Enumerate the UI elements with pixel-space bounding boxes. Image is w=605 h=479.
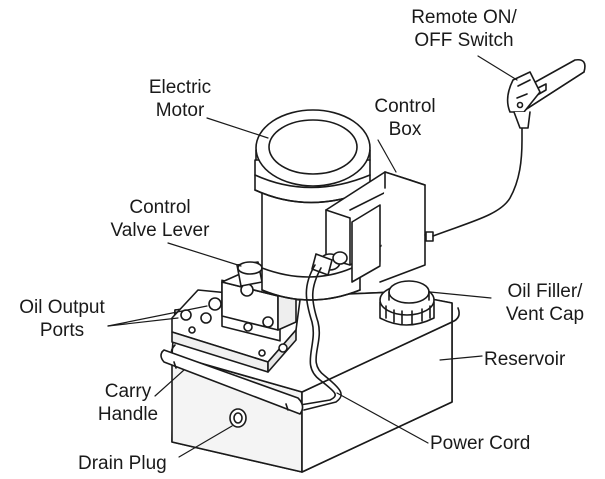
label-reservoir: Reservoir [484,348,565,371]
leader-oil-filler [429,291,492,299]
power-cord-line [299,264,342,411]
leader-electric-motor [206,117,269,139]
oil-filler-cap [379,280,435,326]
leader-carry-handle [154,369,185,397]
leader-oil-output-ports-2 [107,305,208,327]
label-oil-output-ports-line1: Oil Output [19,297,105,318]
label-electric-motor: Electric Motor [120,76,240,122]
leader-drain-plug [178,425,233,458]
label-control-valve-lever: Control Valve Lever [85,196,235,242]
label-carry-handle: Carry Handle [78,380,178,426]
leader-oil-output-ports-1 [107,317,179,327]
label-control-valve-lever-line2: Valve Lever [110,220,210,241]
label-control-box: Control Box [350,95,460,141]
label-remote-switch: Remote ON/ OFF Switch [379,6,549,52]
label-drain-plug-text: Drain Plug [78,453,167,474]
drain-plug [229,408,247,428]
label-oil-output-ports-line2: Ports [39,320,85,341]
label-control-valve-lever-line1: Control [129,197,191,218]
label-control-box-line1: Control [374,96,436,117]
remote-switch [506,58,586,129]
cord-connector [311,251,348,276]
label-electric-motor-line1: Electric [148,77,212,98]
label-carry-handle-line1: Carry [104,381,152,402]
label-remote-switch-line2: OFF Switch [414,30,514,51]
label-remote-switch-line1: Remote ON/ [411,7,517,28]
leader-reservoir [439,355,483,361]
label-drain-plug: Drain Plug [78,452,167,475]
label-electric-motor-line2: Motor [155,100,205,121]
remote-cable [432,127,523,237]
label-oil-filler-line1: Oil Filler/ [507,281,583,302]
label-oil-filler-line2: Vent Cap [505,304,585,325]
label-oil-filler: Oil Filler/ Vent Cap [490,280,600,326]
leader-remote-switch [477,55,518,81]
leader-control-box [377,139,397,173]
label-control-box-line2: Box [388,119,422,140]
control-box [325,171,434,283]
leader-control-valve-lever [167,242,242,267]
carry-handle-bar [160,349,304,415]
label-power-cord: Power Cord [430,432,530,455]
label-reservoir-line1: Reservoir [484,349,566,370]
label-oil-output-ports: Oil Output Ports [2,296,122,342]
label-power-cord-text: Power Cord [430,433,531,454]
leader-lines [107,55,518,458]
leader-power-cord [336,392,429,444]
label-carry-handle-line2: Handle [97,404,159,425]
